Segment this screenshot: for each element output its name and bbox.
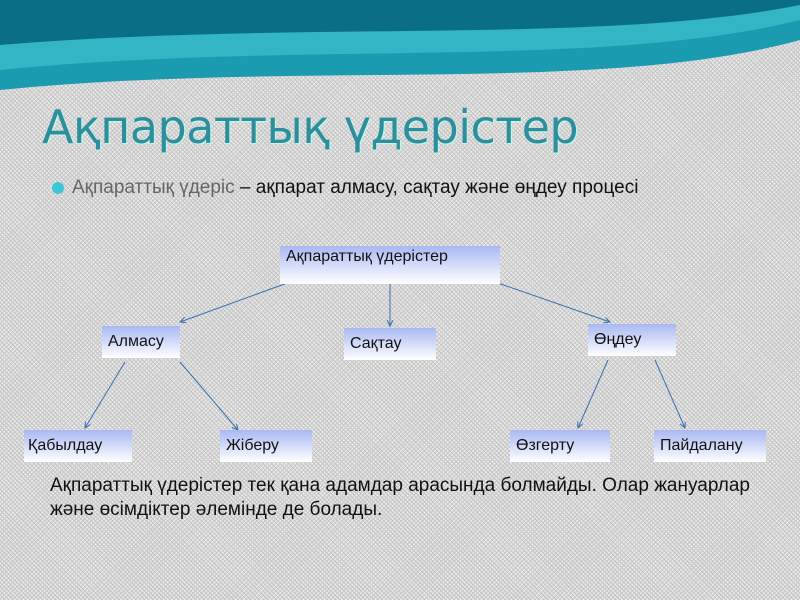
node-root: Ақпараттық үдерістер bbox=[280, 246, 500, 284]
node-processing: Өңдеу bbox=[588, 324, 676, 356]
node-exchange: Алмасу bbox=[102, 326, 180, 358]
definition-text: Ақпараттық үдеріс – ақпарат алмасу, сақт… bbox=[72, 176, 752, 200]
node-receive: Қабылдау bbox=[24, 430, 132, 462]
node-send: Жіберу bbox=[220, 430, 312, 462]
header-wave-decoration bbox=[0, 0, 800, 90]
slide-title: Ақпараттық үдерістер bbox=[42, 100, 579, 154]
connector bbox=[85, 361, 126, 428]
connector bbox=[654, 359, 685, 428]
paragraph-text: Ақпараттық үдерістер тек қана адамдар ар… bbox=[50, 475, 750, 520]
node-storage: Сақтау bbox=[344, 328, 436, 360]
connector bbox=[494, 281, 610, 322]
definition-term: Ақпараттық үдеріс bbox=[72, 177, 235, 198]
definition-rest: – ақпарат алмасу, сақтау және өңдеу проц… bbox=[234, 177, 639, 198]
connector bbox=[180, 281, 291, 322]
connector bbox=[578, 359, 609, 428]
connector bbox=[179, 361, 238, 430]
node-change: Өзгерту bbox=[510, 430, 610, 462]
bullet-icon bbox=[52, 182, 64, 194]
node-use: Пайдалану bbox=[654, 430, 766, 462]
